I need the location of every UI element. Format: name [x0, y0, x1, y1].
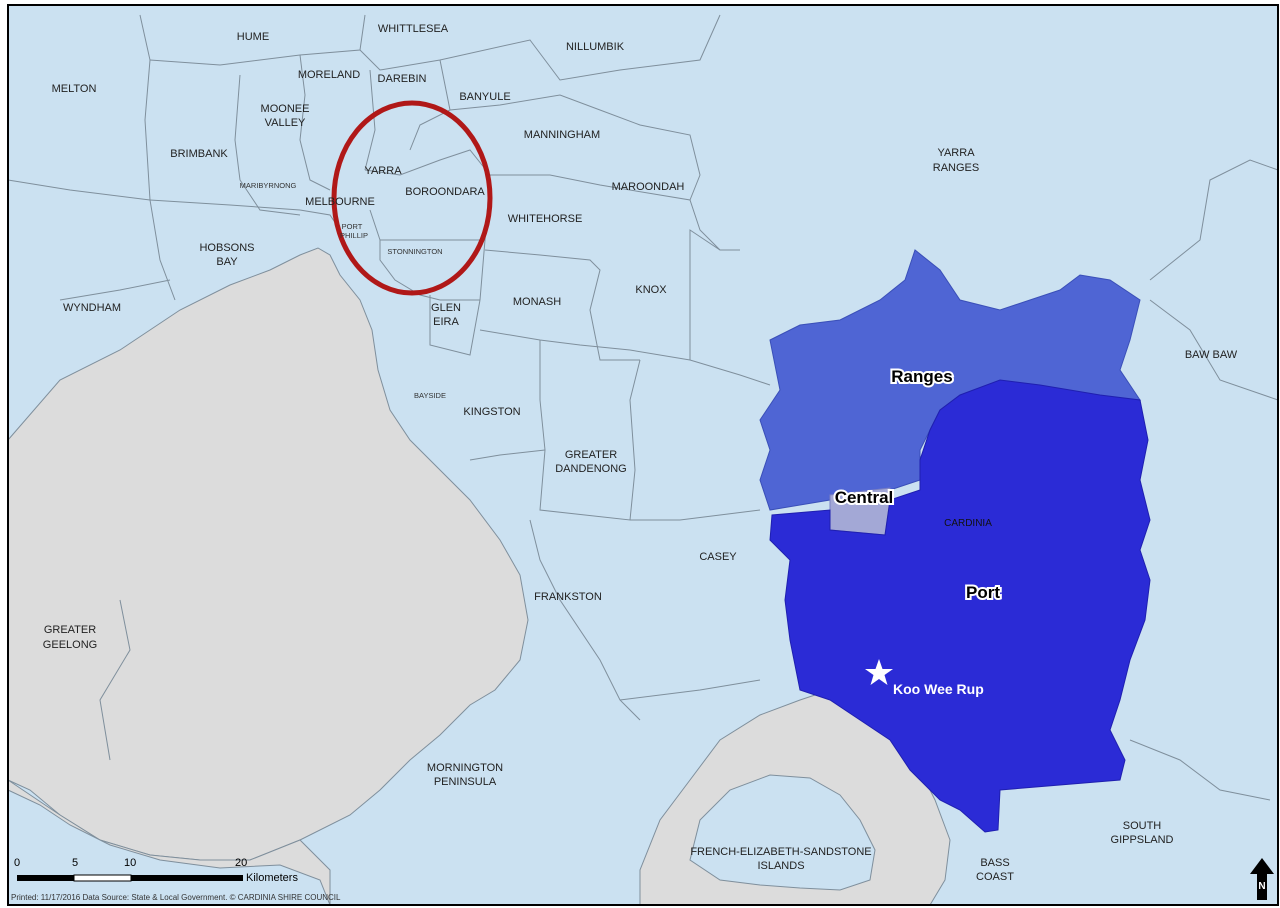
label-yarra-ranges-1: YARRA [937, 147, 975, 159]
label-moreland: MORELAND [298, 69, 360, 81]
label-melbourne: MELBOURNE [305, 196, 375, 208]
region-label-ranges: Ranges [891, 367, 952, 386]
label-bayside: BAYSIDE [414, 391, 446, 400]
label-moonee-valley-2: VALLEY [265, 117, 306, 129]
town-star-icon [865, 659, 893, 685]
town-label: Koo Wee Rup [893, 681, 984, 697]
label-maribyrnong: MARIBYRNONG [240, 181, 297, 190]
north-arrow-icon: N [1250, 858, 1274, 900]
region-label-central: Central [835, 488, 894, 507]
scale-bar: 0 5 10 20 Kilometers [14, 857, 298, 884]
ranges-region [759, 249, 1141, 511]
scale-tick-5: 5 [72, 857, 78, 869]
scale-unit: Kilometers [246, 872, 298, 884]
label-french-island-2: ISLANDS [757, 860, 804, 872]
label-frankston: FRANKSTON [534, 591, 602, 603]
label-south-gippsland-2: GIPPSLAND [1111, 834, 1174, 846]
north-label: N [1258, 881, 1265, 892]
label-hobsons-bay-2: BAY [216, 256, 238, 268]
french-island [689, 774, 876, 891]
region-label-port: Port [966, 583, 1000, 602]
scale-tick-0: 0 [14, 857, 20, 869]
label-glen-eira-2: EIRA [433, 316, 459, 328]
label-darebin: DAREBIN [378, 73, 427, 85]
label-wyndham: WYNDHAM [63, 302, 121, 314]
label-yarra: YARRA [364, 165, 402, 177]
label-knox: KNOX [635, 284, 667, 296]
label-bass-coast-2: COAST [976, 871, 1014, 883]
label-mornington-2: PENINSULA [434, 776, 497, 788]
label-stonnington: STONNINGTON [387, 247, 442, 256]
label-melton: MELTON [52, 83, 97, 95]
label-greater-geelong-2: GEELONG [43, 639, 97, 651]
label-port-phillip-1: PORT [342, 222, 363, 231]
port-region [769, 379, 1151, 833]
label-monash: MONASH [513, 296, 561, 308]
scale-tick-10: 10 [124, 857, 136, 869]
label-baw-baw: BAW BAW [1185, 349, 1238, 361]
label-south-gippsland-1: SOUTH [1123, 820, 1162, 832]
label-boroondara: BOROONDARA [405, 186, 485, 198]
lga-boundaries [7, 14, 1279, 801]
label-greater-dandenong-1: GREATER [565, 449, 617, 461]
map-border [7, 4, 1279, 906]
label-mornington-1: MORNINGTON [427, 762, 503, 774]
label-manningham: MANNINGHAM [524, 129, 600, 141]
highlight-circle [331, 100, 493, 296]
label-hobsons-bay-1: HOBSONS [199, 242, 254, 254]
label-nillumbik: NILLUMBIK [566, 41, 625, 53]
label-glen-eira-1: GLEN [431, 302, 461, 314]
label-moonee-valley-1: MOONEE [261, 103, 310, 115]
label-hume: HUME [237, 31, 269, 43]
label-french-island-1: FRENCH-ELIZABETH-SANDSTONE [690, 846, 871, 858]
printed-credit: Printed: 11/17/2016 Data Source: State &… [11, 893, 341, 902]
label-kingston: KINGSTON [463, 406, 520, 418]
lga-labels: HUME WHITTLESEA NILLUMBIK MELTON MORELAN… [43, 23, 1238, 883]
label-casey: CASEY [699, 551, 737, 563]
label-port-phillip-2: PHILLIP [340, 231, 368, 240]
label-yarra-ranges-2: RANGES [933, 162, 979, 174]
label-whittlesea: WHITTLESEA [378, 23, 449, 35]
label-bass-coast-1: BASS [980, 857, 1009, 869]
label-maroondah: MAROONDAH [612, 181, 685, 193]
label-greater-dandenong-2: DANDENONG [555, 463, 627, 475]
label-greater-geelong-1: GREATER [44, 624, 96, 636]
scale-tick-20: 20 [235, 857, 247, 869]
label-banyule: BANYULE [459, 91, 510, 103]
label-cardinia: CARDINIA [944, 518, 992, 529]
label-whitehorse: WHITEHORSE [508, 213, 583, 225]
label-brimbank: BRIMBANK [170, 148, 228, 160]
